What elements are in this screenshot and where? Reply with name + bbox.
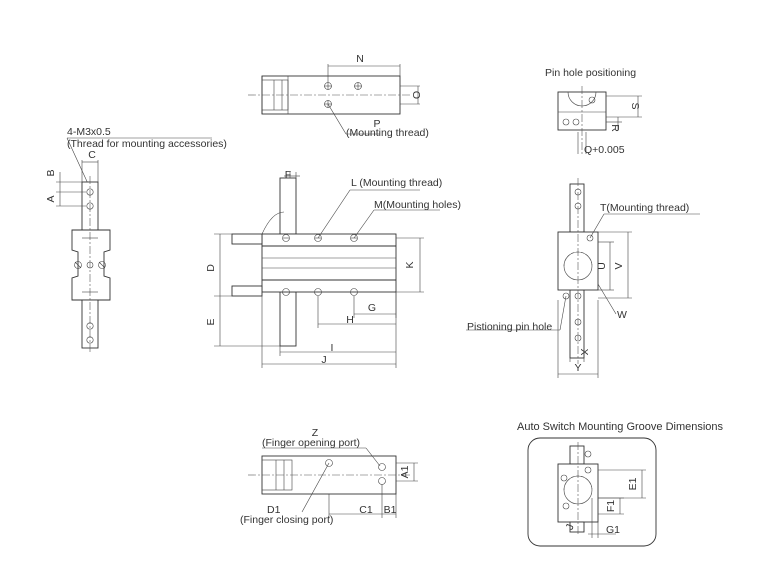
dim-b: B bbox=[45, 169, 57, 176]
z-note: (Finger opening port) bbox=[262, 437, 360, 449]
dim-f: F bbox=[285, 169, 291, 181]
bottom-view: Z (Finger opening port) D1 (Finger closi… bbox=[240, 427, 418, 526]
dim-r: R bbox=[609, 124, 621, 132]
dim-q: Q+0.005 bbox=[584, 144, 625, 156]
d1-note: (Finger closing port) bbox=[240, 514, 333, 526]
dim-i: I bbox=[331, 342, 334, 354]
dim-u: U bbox=[596, 262, 608, 270]
side-view: 4-M3x0.5 (Thread for mounting accessorie… bbox=[45, 126, 227, 352]
dim-g: G bbox=[368, 302, 376, 314]
side-note-2: (Thread for mounting accessories) bbox=[67, 138, 227, 150]
pin-hole-title: Pin hole positioning bbox=[545, 67, 636, 79]
groove-frame bbox=[527, 437, 657, 547]
dim-b1: B1 bbox=[384, 504, 397, 516]
dim-a1: A1 bbox=[399, 465, 411, 478]
front-view: F L (Mounting thread) M(Mounting holes) … bbox=[205, 169, 461, 368]
dim-h: H bbox=[346, 314, 354, 326]
dim-groove-j: J bbox=[564, 522, 577, 531]
dim-n: N bbox=[356, 53, 364, 65]
dim-c: C bbox=[88, 149, 96, 161]
dim-s: S bbox=[629, 102, 641, 109]
dim-g1: G1 bbox=[606, 524, 620, 536]
dim-a: A bbox=[45, 195, 57, 202]
dim-z: Z bbox=[312, 427, 319, 439]
dim-e1: E1 bbox=[627, 477, 639, 490]
dim-x: X bbox=[578, 348, 590, 355]
dim-m: M(Mounting holes) bbox=[374, 199, 461, 211]
groove-title: Auto Switch Mounting Groove Dimensions bbox=[517, 421, 724, 433]
dim-c1: C1 bbox=[359, 504, 373, 516]
dim-w: W bbox=[617, 309, 627, 321]
dim-y: Y bbox=[574, 362, 581, 374]
pin-hole-view: Pin hole positioning S R Q+0.005 bbox=[545, 67, 642, 156]
dim-d: D bbox=[205, 264, 217, 272]
dim-p: P bbox=[373, 118, 380, 130]
dim-d1: D1 bbox=[267, 504, 281, 516]
dim-v: V bbox=[613, 262, 625, 269]
dim-j: J bbox=[321, 354, 326, 366]
dim-k: K bbox=[404, 261, 416, 268]
dim-t: T(Mounting thread) bbox=[600, 202, 689, 214]
p-note: (Mounting thread) bbox=[346, 127, 429, 139]
side-note-1: 4-M3x0.5 bbox=[67, 126, 111, 138]
dim-f1: F1 bbox=[605, 500, 617, 512]
top-view: N O P (Mounting thread) bbox=[248, 53, 429, 139]
dim-l: L (Mounting thread) bbox=[351, 177, 442, 189]
dim-e: E bbox=[205, 318, 217, 325]
pin-hole-label: Pistioning pin hole bbox=[467, 321, 552, 333]
right-view: T(Mounting thread) U V W Pistioning pin … bbox=[466, 178, 700, 378]
dim-o: O bbox=[410, 91, 422, 99]
groove-view: Auto Switch Mounting Groove Dimensions E… bbox=[517, 421, 724, 547]
